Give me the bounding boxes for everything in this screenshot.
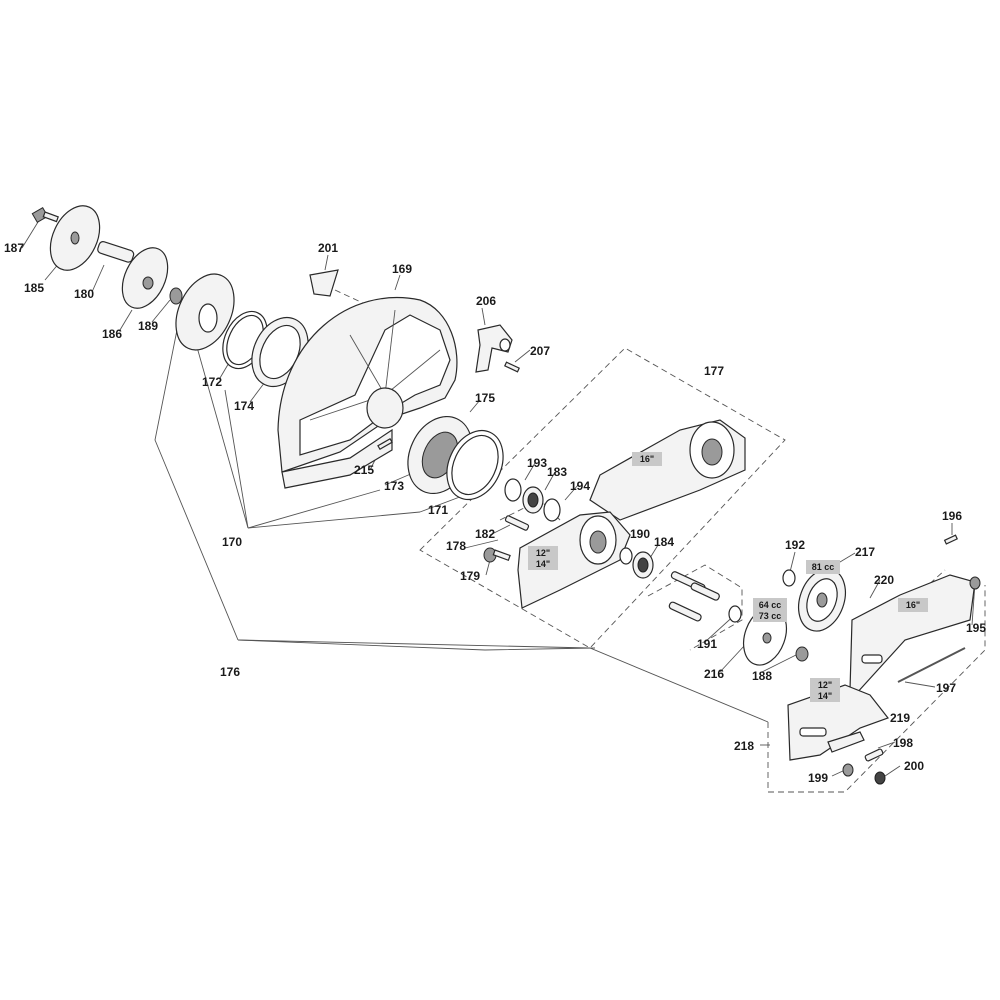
- part-206-guard-lever: [475, 324, 513, 373]
- part-215-screw: [377, 437, 393, 451]
- part-197-rod: [897, 647, 966, 683]
- callout-215: 215: [354, 463, 374, 477]
- callout-188: 188: [752, 669, 772, 683]
- part-180-spindle: [97, 241, 135, 263]
- callout-180: 180: [74, 287, 94, 301]
- part-169-blade-guard: [277, 296, 458, 489]
- tag-cover-14-text: 14": [818, 691, 832, 701]
- part-177-cutting-arm: [517, 419, 746, 609]
- callout-195: 195: [966, 621, 986, 635]
- callout-193: 193: [527, 456, 547, 470]
- part-191-tensioner-kit: [668, 571, 720, 622]
- part-220-belt-guard: [849, 574, 976, 696]
- part-199-nut: [842, 763, 854, 777]
- callout-189: 189: [138, 319, 158, 333]
- part-192-snap-ring: [782, 569, 796, 587]
- tag-cover-16-text: 16": [906, 600, 920, 610]
- part-182-tension-bolt: [504, 515, 530, 531]
- part-186-inner-flange: [121, 247, 169, 309]
- part-200-nut: [874, 771, 886, 785]
- callout-177: 177: [704, 364, 724, 378]
- tag-arm-14-text: 14": [536, 559, 550, 569]
- tag-pulley-64-73cc: 64 cc 73 cc: [753, 598, 787, 622]
- callout-169: 169: [392, 262, 412, 276]
- callout-216: 216: [704, 667, 724, 681]
- callout-179: 179: [460, 569, 480, 583]
- tag-pulley-64-text: 64 cc: [759, 600, 782, 610]
- callout-190: 190: [630, 527, 650, 541]
- callout-184: 184: [654, 535, 674, 549]
- part-189-nut: [169, 287, 183, 305]
- group-191-boundary: [647, 564, 743, 651]
- callout-199: 199: [808, 771, 828, 785]
- part-194-snap-ring: [543, 498, 561, 522]
- callout-220: 220: [874, 573, 894, 587]
- tag-cover-12-text: 12": [818, 680, 832, 690]
- callout-187: 187: [4, 241, 24, 255]
- part-183-bearing: [522, 486, 544, 514]
- tag-pulley-81-text: 81 cc: [812, 562, 835, 572]
- part-185-outer-flange: [49, 205, 101, 271]
- callout-192: 192: [785, 538, 805, 552]
- part-196-screw: [943, 534, 958, 545]
- part-187-bolt: [31, 206, 59, 224]
- part-198-spring: [864, 748, 884, 762]
- part-193-snap-ring: [504, 478, 522, 502]
- tag-arm-16-text: 16": [640, 454, 654, 464]
- callout-186: 186: [102, 327, 122, 341]
- part-207-screw: [504, 361, 520, 373]
- tag-arm-12-text: 12": [536, 548, 550, 558]
- part-171-snap-ring: [446, 429, 504, 501]
- group-177-boundary: [419, 347, 786, 649]
- tag-arm-16: 16": [632, 452, 662, 466]
- callout-218: 218: [734, 739, 754, 753]
- tag-cover-12-14: 12" 14": [810, 678, 840, 702]
- callout-198: 198: [893, 736, 913, 750]
- part-188-bolt: [795, 646, 809, 662]
- callout-175: 175: [475, 391, 495, 405]
- part-184-bearing: [632, 551, 654, 579]
- callout-219: 219: [890, 711, 910, 725]
- callout-201: 201: [318, 241, 338, 255]
- callout-183: 183: [547, 465, 567, 479]
- tag-cover-16: 16": [898, 598, 928, 612]
- part-179-bolt: [483, 547, 511, 563]
- tag-pulley-73-text: 73 cc: [759, 611, 782, 621]
- callout-194: 194: [570, 479, 590, 493]
- callout-182: 182: [475, 527, 495, 541]
- callout-171: 171: [428, 503, 448, 517]
- part-201-guard-tab: [309, 269, 339, 297]
- part-176-hub-plate: [175, 273, 235, 351]
- callout-172: 172: [202, 375, 222, 389]
- tag-arm-12-14: 12" 14": [528, 546, 558, 570]
- callout-185: 185: [24, 281, 44, 295]
- callout-191: 191: [697, 637, 717, 651]
- callout-196: 196: [942, 509, 962, 523]
- part-190-washer: [619, 547, 633, 565]
- part-219-bracket: [827, 731, 865, 753]
- callout-176: 176: [220, 665, 240, 679]
- callout-173: 173: [384, 479, 404, 493]
- callout-174: 174: [234, 399, 254, 413]
- callout-labels: 187 185 180 186 189 172 174 201 169 206 …: [4, 241, 986, 785]
- callout-207: 207: [530, 344, 550, 358]
- tag-pulley-81cc: 81 cc: [806, 560, 840, 574]
- callout-206: 206: [476, 294, 496, 308]
- part-216-washer: [728, 605, 742, 623]
- callout-217: 217: [855, 545, 875, 559]
- part-195-nut: [969, 576, 981, 590]
- callout-178: 178: [446, 539, 466, 553]
- callout-197: 197: [936, 681, 956, 695]
- callout-200: 200: [904, 759, 924, 773]
- part-217-pulley: [798, 568, 846, 632]
- callout-170: 170: [222, 535, 242, 549]
- part-218-inner-cover: [787, 684, 889, 761]
